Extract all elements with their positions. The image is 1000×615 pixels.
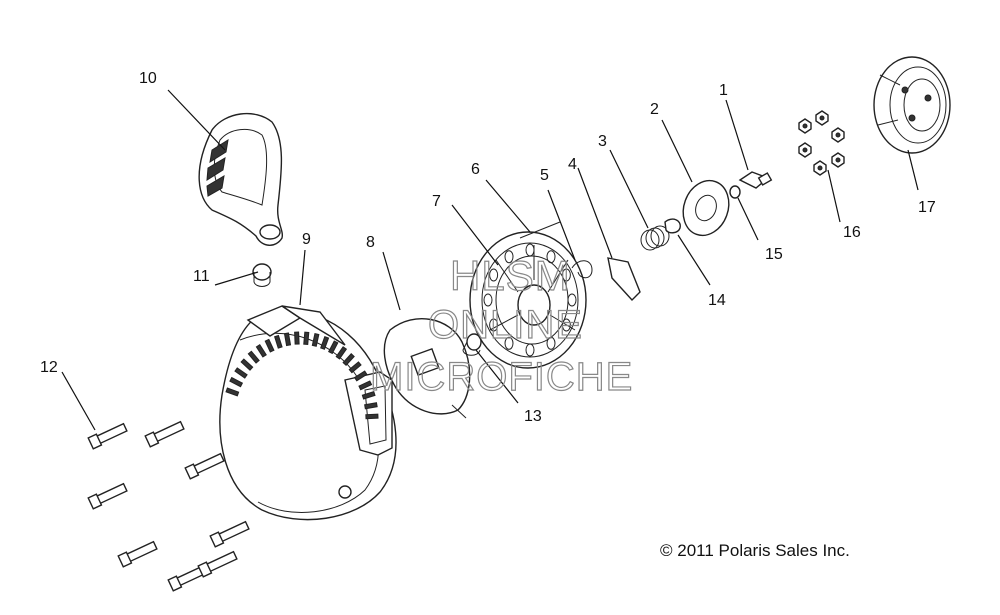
- part-15-washer[interactable]: [729, 185, 741, 199]
- nut: [798, 118, 812, 134]
- part-13-bushing[interactable]: [462, 333, 482, 356]
- part-12-bolts[interactable]: [87, 420, 250, 592]
- pulley-opening: [561, 268, 571, 282]
- pulley-opening: [561, 318, 571, 332]
- part-10-starter-handle[interactable]: [198, 112, 284, 246]
- housing-slot: [234, 367, 248, 379]
- part-6-rope[interactable]: [519, 221, 561, 239]
- callout-4: 4: [568, 156, 577, 173]
- pulley-opening: [504, 250, 514, 264]
- callout-7: 7: [432, 193, 441, 210]
- pulley-opening: [525, 243, 535, 257]
- bolt: [184, 452, 225, 480]
- callout-8: 8: [366, 234, 375, 251]
- housing-slot: [353, 370, 368, 382]
- pulley-opening: [489, 318, 499, 332]
- housing-slot: [311, 333, 320, 347]
- callout-2: 2: [650, 101, 659, 118]
- part-17-starter-cup[interactable]: [873, 56, 951, 154]
- part-7-pulley[interactable]: [469, 231, 587, 369]
- part-16-nuts[interactable]: [798, 110, 845, 176]
- housing-slot: [320, 335, 330, 350]
- part-2-friction-plate[interactable]: [676, 174, 736, 242]
- nut: [813, 160, 827, 176]
- part-3-spring[interactable]: [640, 225, 670, 251]
- nut: [798, 142, 812, 158]
- pulley-opening: [483, 293, 493, 307]
- housing-slot: [364, 402, 378, 410]
- callout-12: 12: [40, 359, 58, 376]
- housing-slot: [283, 332, 292, 347]
- part-14-washer[interactable]: [664, 218, 681, 234]
- callout-14: 14: [708, 292, 726, 309]
- pulley-opening: [567, 293, 577, 307]
- callout-1: 1: [719, 82, 728, 99]
- housing-slot: [225, 387, 240, 397]
- nut: [831, 152, 845, 168]
- housing-slot: [229, 376, 244, 388]
- bolt: [117, 540, 158, 568]
- housing-slot: [240, 358, 254, 371]
- pulley-opening: [546, 250, 556, 264]
- housing-slot: [358, 380, 373, 391]
- pulley-opening: [489, 268, 499, 282]
- housing-slot: [335, 346, 348, 360]
- nut: [831, 127, 845, 143]
- part-11-plug[interactable]: [252, 263, 272, 287]
- bolt: [87, 482, 128, 510]
- bolt: [87, 422, 128, 450]
- housing-slot: [365, 413, 379, 420]
- callouts: 1 2 3 4 5 6 7 8 9 10 11 12 13 14 15 16 1…: [40, 70, 936, 425]
- part-9-recoil-housing[interactable]: [219, 305, 397, 521]
- housing-slot: [342, 353, 355, 367]
- callout-13: 13: [524, 408, 542, 425]
- pulley-opening: [546, 336, 556, 350]
- nut: [815, 110, 829, 126]
- part-4-pawl[interactable]: [607, 257, 641, 302]
- watermark-line-2: ONLINE: [428, 303, 583, 347]
- housing-slot: [348, 361, 362, 374]
- part-8-spring-plate[interactable]: [383, 317, 471, 419]
- callout-6: 6: [471, 161, 480, 178]
- callout-5: 5: [540, 167, 549, 184]
- callout-16: 16: [843, 224, 861, 241]
- housing-slot: [264, 338, 275, 353]
- bolt: [197, 550, 238, 578]
- pulley-opening: [504, 336, 514, 350]
- watermark-line-3: MICROFICHE: [370, 355, 633, 399]
- bolt: [209, 520, 250, 548]
- callout-9: 9: [302, 231, 311, 248]
- housing-slot: [294, 331, 300, 345]
- part-5-spring-clip[interactable]: [571, 260, 593, 279]
- leader-lines: [61, 89, 919, 431]
- watermark-line-1: HLSM: [450, 252, 571, 299]
- housing-slot: [247, 350, 260, 364]
- housing-slot: [303, 331, 310, 346]
- part-1-center-bolt[interactable]: [738, 171, 773, 189]
- callout-11: 11: [193, 268, 210, 285]
- callout-3: 3: [598, 133, 607, 150]
- callout-17: 17: [918, 199, 936, 216]
- housing-slot: [328, 340, 339, 355]
- housing-slot: [255, 344, 267, 358]
- callout-10: 10: [139, 70, 157, 87]
- pulley-opening: [525, 343, 535, 357]
- watermark: HLSM ONLINE MICROFICHE: [369, 251, 633, 399]
- bolt: [144, 420, 185, 448]
- copyright-notice: © 2011 Polaris Sales Inc.: [660, 541, 850, 560]
- housing-slot: [274, 334, 283, 349]
- callout-15: 15: [765, 246, 783, 263]
- housing-slot: [361, 391, 376, 400]
